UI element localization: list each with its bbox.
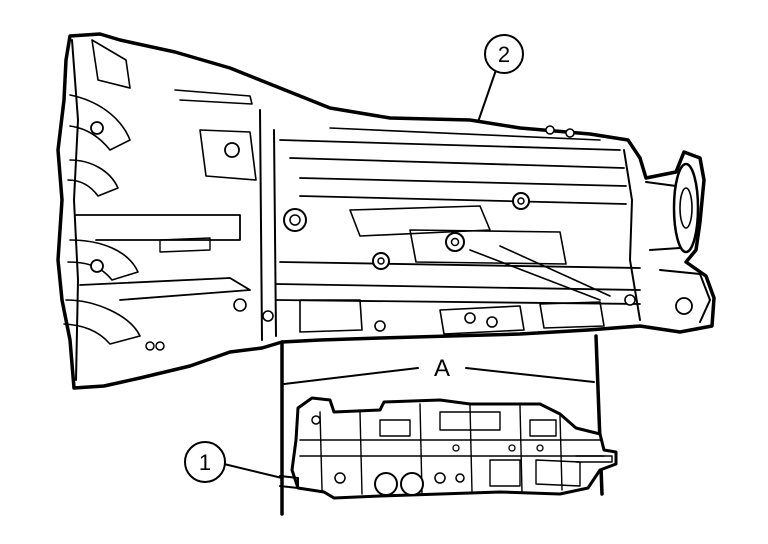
valve-body (279, 396, 618, 500)
callout-2-label: 2 (498, 42, 510, 67)
transmission-case (56, 32, 716, 390)
callout-1-label: 1 (199, 450, 211, 475)
callout-2: 2 (477, 34, 524, 123)
callout-1: 1 (184, 441, 283, 483)
dimension-label-a: A (434, 355, 450, 382)
